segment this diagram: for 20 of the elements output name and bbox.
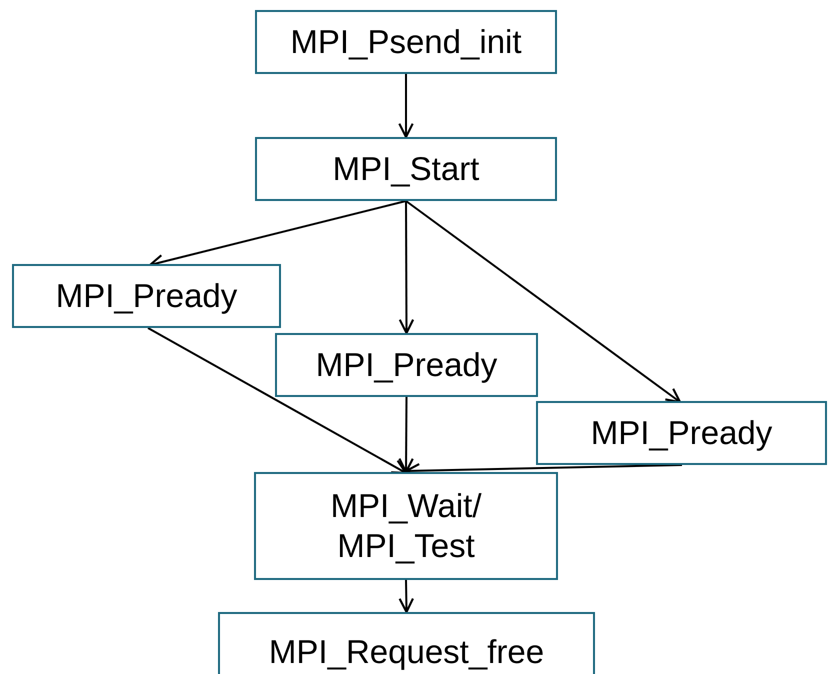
arrow <box>398 397 414 474</box>
process-box <box>275 333 538 397</box>
box-label: MPI_Start <box>332 149 480 189</box>
box-label: MPI_Pready <box>316 345 498 385</box>
process-box <box>218 612 595 674</box>
arrow <box>398 201 414 334</box>
arrow <box>405 200 682 404</box>
process-box <box>536 401 827 465</box>
arrow <box>398 74 414 138</box>
box-label: MPI_Request_free <box>268 632 544 672</box>
box-label: MPI_Wait/ MPI_Test <box>330 486 482 566</box>
process-box <box>254 472 558 580</box>
arrow <box>398 580 414 614</box>
box-label: MPI_Pready <box>56 276 238 316</box>
process-box <box>255 10 557 74</box>
process-box <box>255 137 557 201</box>
process-box <box>12 264 281 328</box>
box-label: MPI_Psend_init <box>290 22 522 62</box>
arrow <box>148 327 408 474</box>
box-label: MPI_Pready <box>590 413 772 453</box>
